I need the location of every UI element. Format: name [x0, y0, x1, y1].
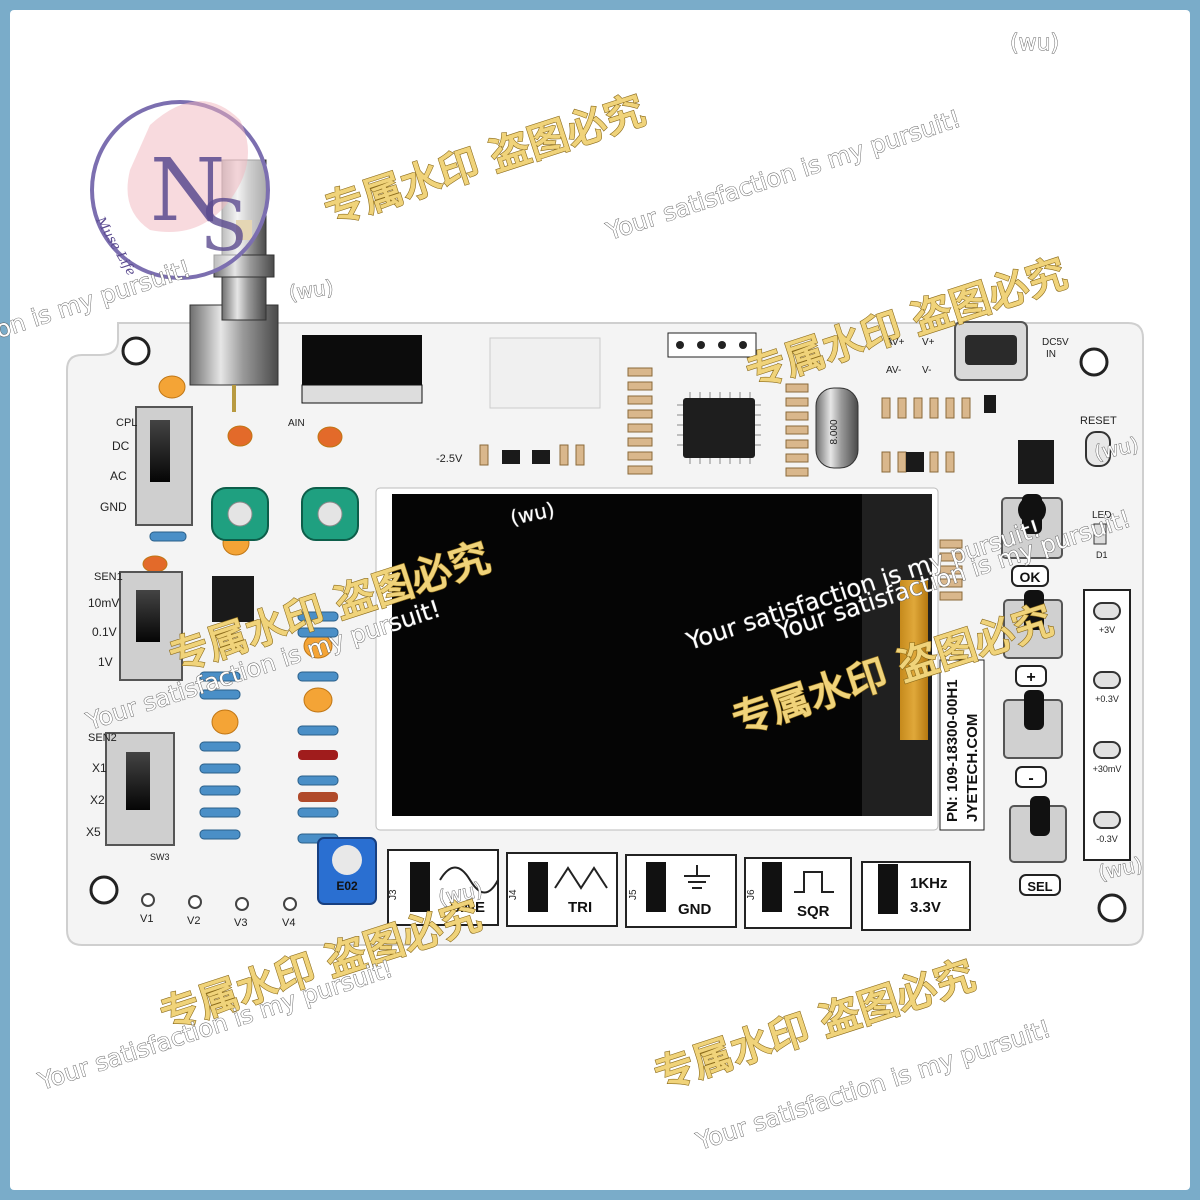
slide-switch-sen2[interactable]: [105, 732, 175, 846]
lcd-module: [375, 487, 939, 831]
test-points: V1 V2 V3 V4: [140, 893, 297, 929]
gnd-label: GND: [100, 500, 127, 514]
trimmer-potentiometers: [211, 487, 359, 541]
jumper-row: J3 SINE J4 TRI J5 GND J6 SQR 1KHz 3.3V: [387, 849, 971, 931]
website-text: JYETECH.COM: [964, 714, 981, 822]
jumper-1khz-label: 1KHz: [910, 875, 948, 892]
pad-0-3v-label: +0.3V: [1095, 694, 1119, 704]
bias-label: -2.5V: [436, 453, 463, 465]
led-ref: D1: [1096, 550, 1108, 560]
watermark-wu-2: (wu): [287, 275, 335, 305]
sen2-label: SEN2: [88, 732, 117, 744]
sw3-label: SW3: [150, 852, 170, 862]
watermark-wu-1: (wu): [1010, 31, 1059, 56]
lcd-flex-cable: [900, 580, 928, 740]
0-1v-label: 0.1V: [92, 625, 117, 639]
part-number-text: PN: 109-18300-00H1: [944, 679, 961, 822]
watermark-en-1: Your satisfaction is my pursuit!: [602, 105, 964, 246]
cpl-label: CPL: [116, 417, 137, 429]
logo-letter-s: S: [200, 185, 248, 267]
led-label: LED: [1092, 510, 1111, 521]
reset-label: RESET: [1080, 415, 1117, 427]
plus-button-label: +: [1026, 669, 1035, 686]
minus-button-label: -: [1028, 770, 1033, 787]
dc5v-connector: [954, 321, 1028, 381]
ac-label: AC: [110, 469, 127, 483]
jumper-gnd-label: GND: [678, 901, 712, 918]
x1-label: X1: [92, 761, 107, 775]
pad-minus-0-3v-label: -0.3V: [1096, 834, 1118, 844]
header-j9: [667, 332, 757, 358]
jumper-j5-id: J5: [628, 889, 639, 900]
dc-label: DC: [112, 439, 130, 453]
rail-v-minus: V-: [922, 365, 931, 376]
jumper-3-3v-label: 3.3V: [910, 899, 941, 916]
blue-trimmer: E02: [317, 837, 377, 905]
jumper-sine-label: SINE: [450, 899, 485, 916]
button-labels: OK + - SEL: [1011, 565, 1061, 896]
svg-text:8.000: 8.000: [829, 419, 840, 444]
ic-u2: [212, 576, 254, 622]
dc5v-label: DC5V: [1042, 337, 1069, 348]
switch-labels: CPL DC AC GND SEN1 10mV 0.1V 1V SEN2 X1 …: [86, 417, 463, 862]
lcd-screen: [392, 494, 862, 816]
rail-av-plus: AV+: [886, 337, 905, 348]
ok-button-label: OK: [1020, 569, 1041, 585]
dc-in-label: IN: [1046, 349, 1056, 360]
test-point-v1: V1: [140, 913, 153, 925]
smd-components: [479, 367, 971, 601]
jumper-j3-id: J3: [388, 889, 399, 900]
sel-button-label: SEL: [1027, 879, 1052, 894]
sen1-label: SEN1: [94, 571, 123, 583]
jumper-j4-id: J4: [508, 889, 519, 900]
test-point-v4: V4: [282, 917, 295, 929]
supply-pads: +3V +0.3V +30mV -0.3V: [1083, 589, 1131, 861]
pad-3v-label: +3V: [1099, 625, 1115, 635]
diode-red: [298, 750, 338, 760]
ic-u5: [1018, 440, 1054, 484]
rail-v-plus: V+: [922, 337, 935, 348]
slide-switch-cpl[interactable]: [135, 406, 193, 526]
x2-label: X2: [90, 793, 105, 807]
rail-av-minus: AV-: [886, 365, 901, 376]
svg-text:E02: E02: [336, 879, 358, 893]
test-point-v2: V2: [187, 915, 200, 927]
1v-label: 1V: [98, 655, 113, 669]
tactile-buttons: [1001, 494, 1067, 863]
ain-label: AIN: [288, 418, 305, 429]
microcontroller-chip: [677, 392, 761, 464]
test-point-v3: V3: [234, 917, 247, 929]
diode-orange: [298, 792, 338, 802]
muse-life-logo: N S Muse Life: [90, 100, 270, 280]
slide-switch-sen1[interactable]: [119, 571, 183, 681]
logo-letter-n: N: [150, 141, 225, 241]
jumper-tri-label: TRI: [568, 899, 592, 916]
jumper-j6-id: J6: [746, 889, 757, 900]
pad-30mv-label: +30mV: [1093, 764, 1122, 774]
part-number-label: PN: 109-18300-00H1 JYETECH.COM: [939, 659, 985, 831]
reset-area: RESET LED D1 DC5V IN AV+ V+ AV- V-: [886, 337, 1117, 560]
10mv-label: 10mV: [88, 596, 119, 610]
crystal-oscillator: 8.000: [815, 387, 859, 469]
watermark-cn-1: 专属水印 盗图必究: [319, 88, 651, 235]
x5-label: X5: [86, 825, 101, 839]
jumper-sqr-label: SQR: [797, 903, 830, 920]
